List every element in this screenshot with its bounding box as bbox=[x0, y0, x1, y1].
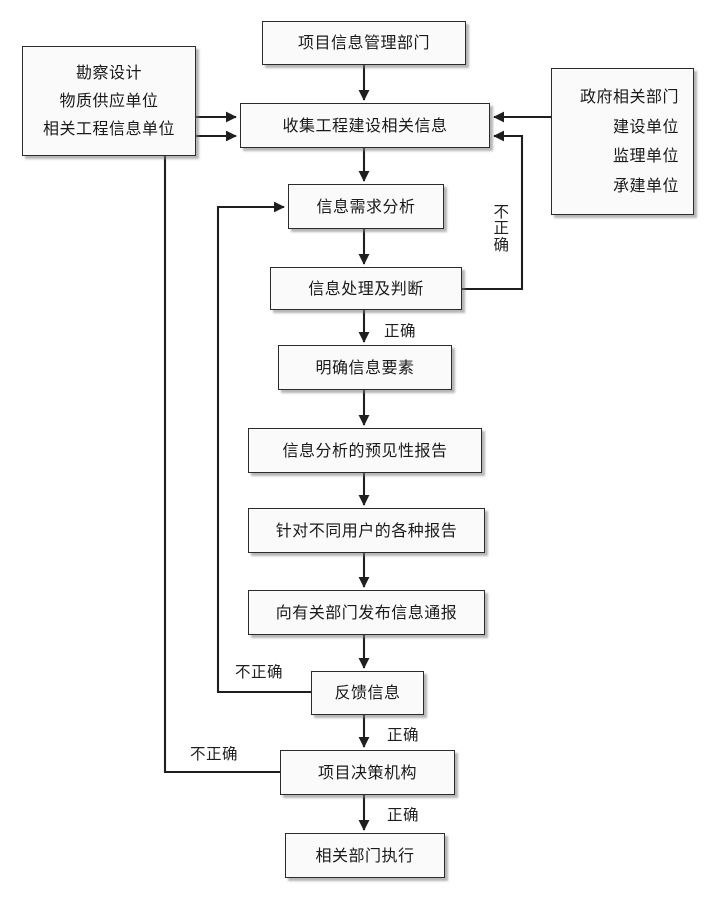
edge-label-correct-feedback: 正确 bbox=[387, 726, 420, 744]
node-user-reports-label: 针对不同用户的各种报告 bbox=[275, 520, 458, 540]
node-left-source-line-3: 相关工程信息单位 bbox=[42, 119, 175, 138]
node-right-source-line-4: 承建单位 bbox=[612, 176, 679, 196]
node-predictive-report-label: 信息分析的预见性报告 bbox=[282, 440, 448, 460]
node-clarify-elements[interactable]: 明确信息要素 bbox=[278, 345, 452, 390]
node-execute-label: 相关部门执行 bbox=[315, 845, 415, 865]
node-right-source-line-3: 监理单位 bbox=[612, 146, 679, 166]
node-right-source[interactable]: 政府相关部门 建设单位 监理单位 承建单位 bbox=[551, 68, 694, 215]
node-top-source[interactable]: 项目信息管理部门 bbox=[262, 21, 466, 65]
edge-label-correct-decision: 正确 bbox=[387, 806, 420, 824]
node-execute[interactable]: 相关部门执行 bbox=[285, 833, 445, 878]
edge-label-incorrect-feedback: 不正确 bbox=[235, 663, 284, 681]
node-feedback[interactable]: 反馈信息 bbox=[311, 671, 424, 715]
node-publish-bulletin-label: 向有关部门发布信息通报 bbox=[275, 602, 458, 622]
node-feedback-label: 反馈信息 bbox=[334, 683, 401, 702]
edge-label-incorrect-decision: 不正确 bbox=[190, 745, 239, 763]
node-collect-label: 收集工程建设相关信息 bbox=[282, 115, 448, 135]
node-left-source-line-2: 物质供应单位 bbox=[59, 91, 159, 110]
edge-decision-incorrect-to-collect bbox=[163, 130, 280, 774]
edge-process-incorrect-to-collect bbox=[462, 130, 524, 291]
node-top-source-label: 项目信息管理部门 bbox=[297, 33, 430, 52]
edge-feedback-incorrect-to-demand bbox=[216, 201, 311, 694]
edge-label-incorrect-process-judge: 不正确 bbox=[493, 203, 510, 254]
node-right-source-line-2: 建设单位 bbox=[612, 116, 679, 136]
node-left-source-line-1: 勘察设计 bbox=[75, 63, 142, 82]
node-user-reports[interactable]: 针对不同用户的各种报告 bbox=[248, 508, 485, 553]
node-predictive-report[interactable]: 信息分析的预见性报告 bbox=[248, 428, 482, 473]
node-process-judge-label: 信息处理及判断 bbox=[308, 278, 424, 298]
node-demand-analysis-label: 信息需求分析 bbox=[316, 196, 416, 216]
node-collect[interactable]: 收集工程建设相关信息 bbox=[240, 103, 490, 148]
node-right-source-line-1: 政府相关部门 bbox=[579, 86, 679, 106]
node-left-source[interactable]: 勘察设计 物质供应单位 相关工程信息单位 bbox=[22, 46, 196, 156]
node-clarify-elements-label: 明确信息要素 bbox=[315, 357, 415, 377]
node-decision-body[interactable]: 项目决策机构 bbox=[280, 750, 455, 795]
node-decision-body-label: 项目决策机构 bbox=[317, 762, 417, 782]
node-process-judge[interactable]: 信息处理及判断 bbox=[270, 267, 462, 310]
node-demand-analysis[interactable]: 信息需求分析 bbox=[288, 184, 444, 229]
node-publish-bulletin[interactable]: 向有关部门发布信息通报 bbox=[248, 590, 485, 635]
edge-label-correct-process-judge: 正确 bbox=[384, 322, 417, 340]
